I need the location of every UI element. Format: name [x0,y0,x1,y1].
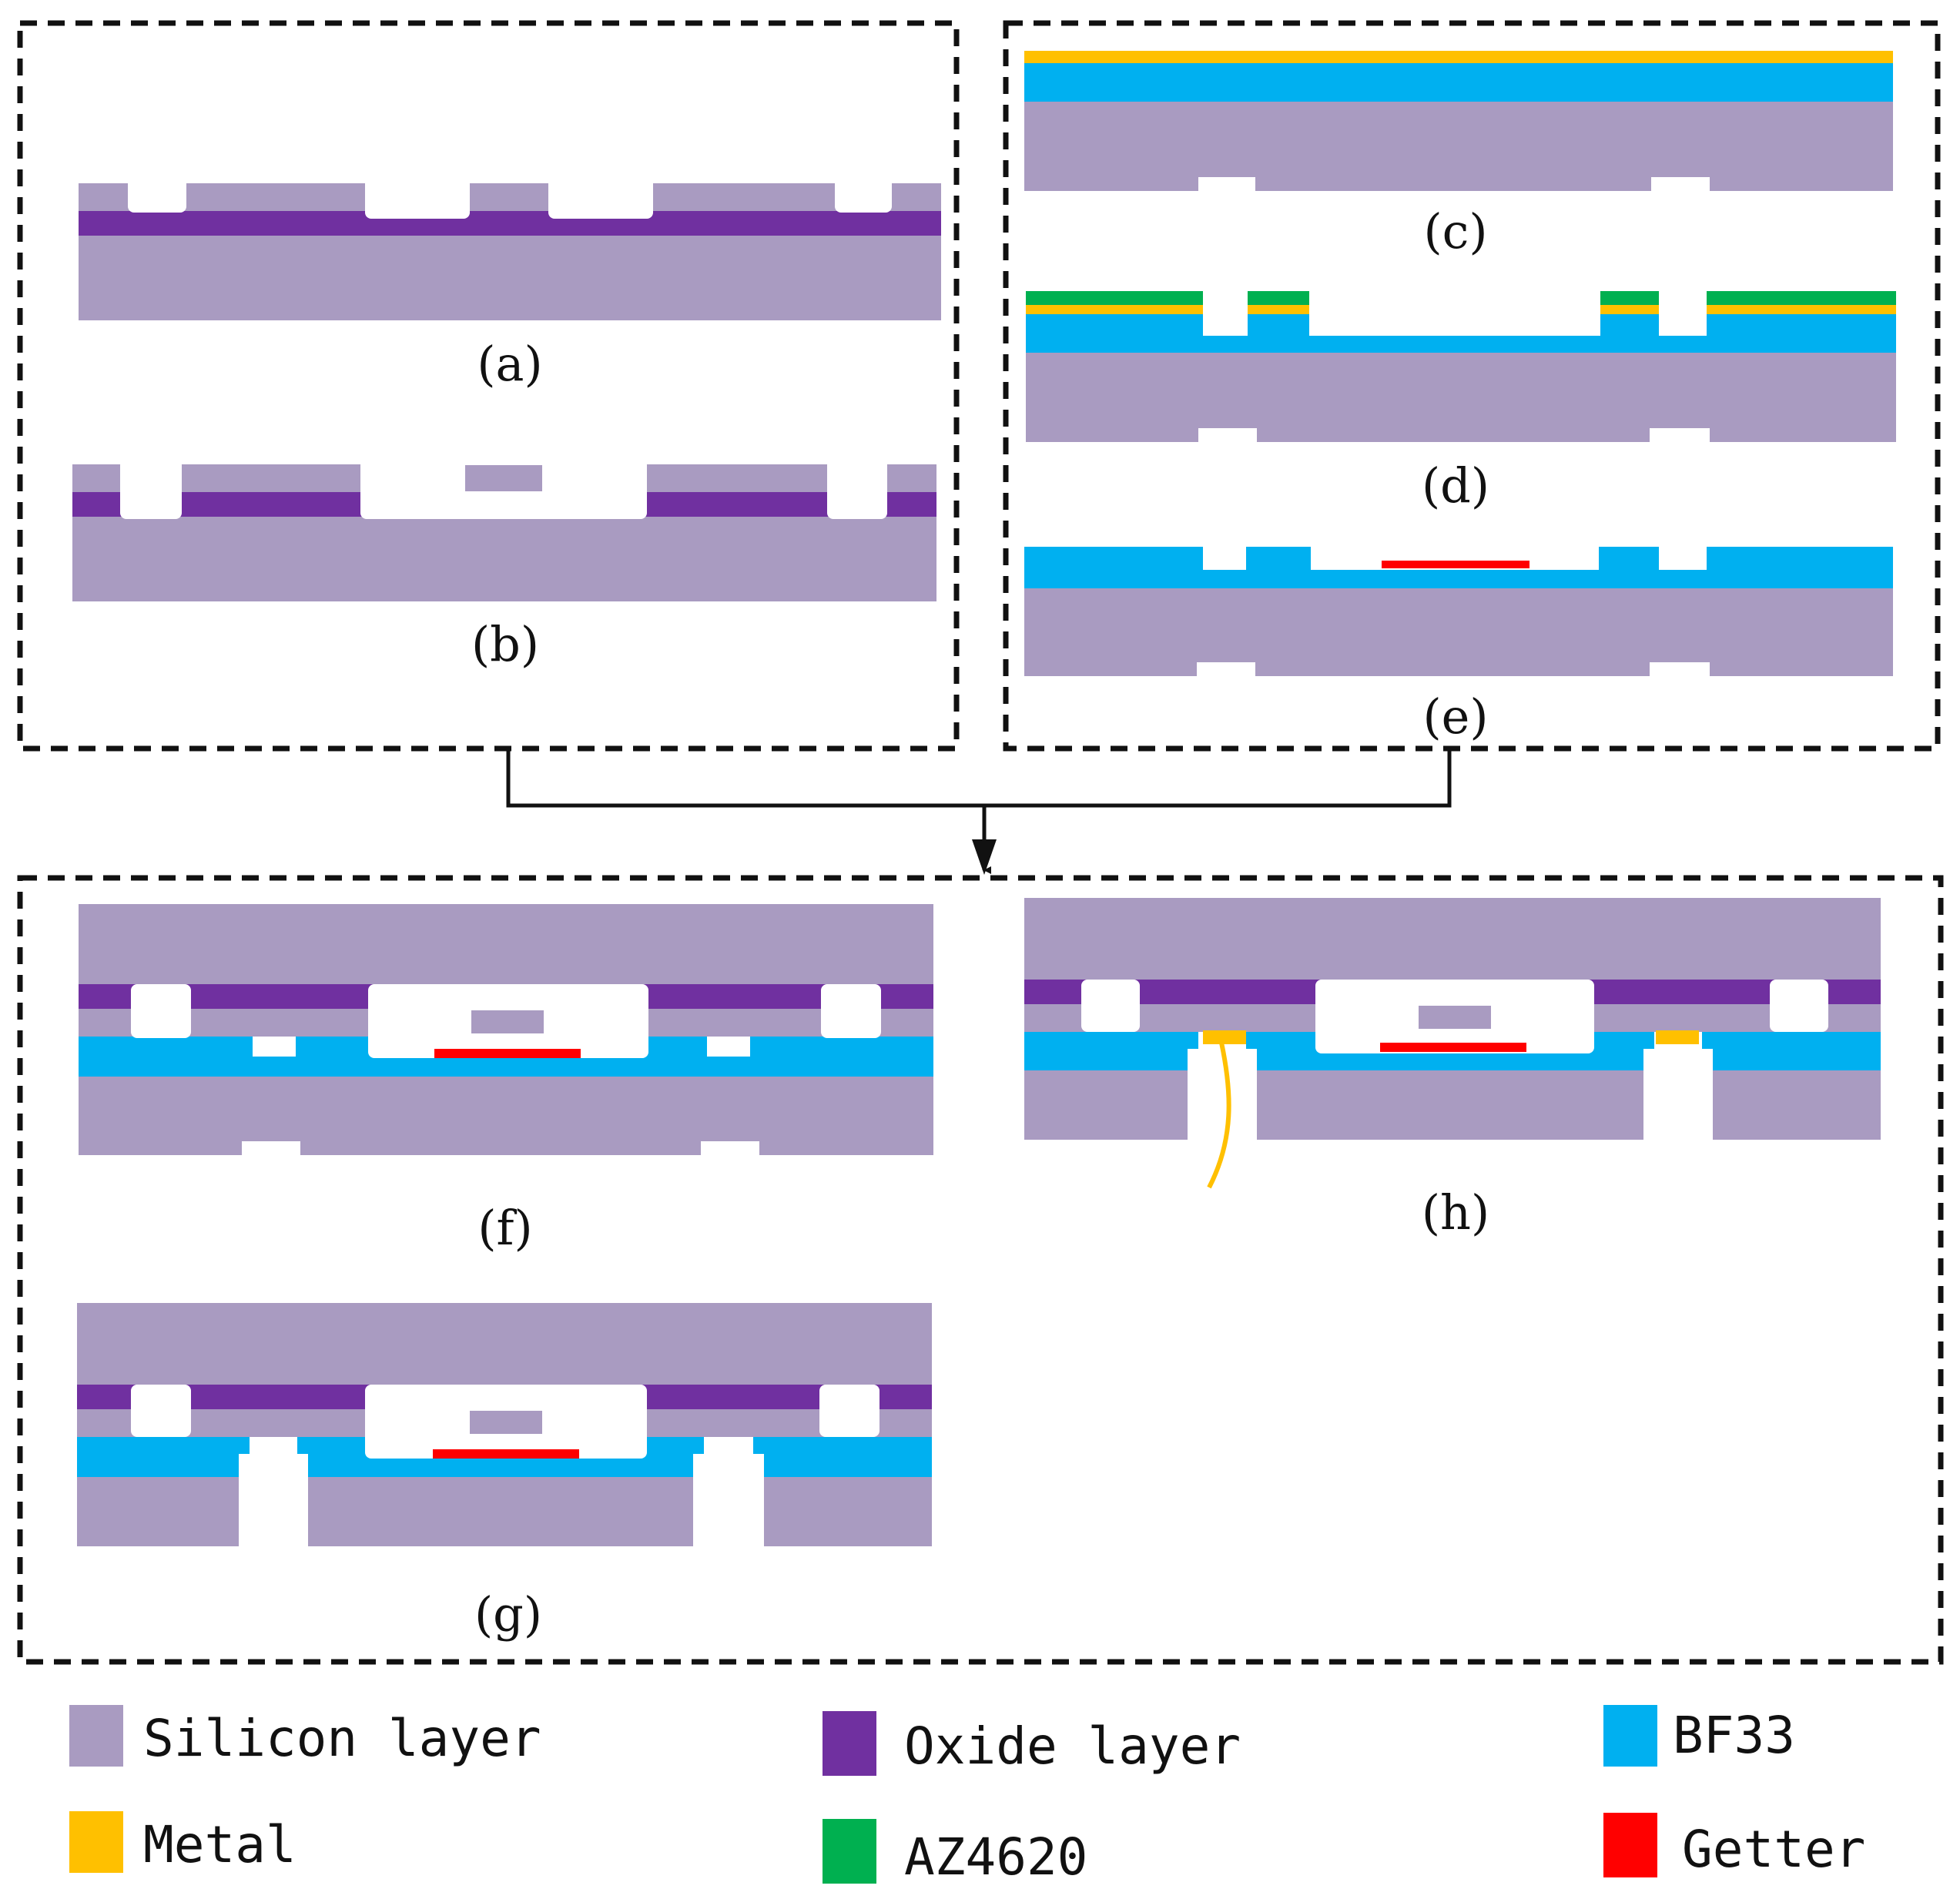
label-step-b: (b) [471,616,539,672]
legend-swatch-getter [1603,1813,1657,1877]
legend-label-bf33: BF33 [1673,1706,1795,1765]
step-g-cross-section [77,1303,932,1548]
step-d-cross-section [1026,288,1896,445]
step-e-cross-section [1024,542,1893,679]
label-step-h: (h) [1422,1184,1489,1241]
legend-swatch-silicon [69,1705,123,1767]
legend-label-az4620: AZ4620 [904,1827,1087,1887]
label-step-d: (d) [1422,457,1489,514]
step-h-cross-section [1024,898,1881,1189]
legend-label-metal: Metal [143,1815,297,1874]
legend-swatch-oxide [823,1711,876,1776]
label-step-c: (c) [1423,203,1487,260]
legend-swatch-metal [69,1811,123,1873]
step-b-cross-section [72,459,936,601]
legend-label-silicon: Silicon layer [143,1709,541,1768]
legend-label-getter: Getter [1682,1820,1865,1879]
label-step-a: (a) [477,336,542,392]
legend-swatch-az4620 [823,1819,876,1884]
legend-label-oxide: Oxide layer [904,1717,1241,1776]
step-a-cross-section [79,177,941,320]
step-f-cross-section [79,904,933,1158]
legend: Silicon layer Oxide layer BF33 Metal AZ4… [69,1705,1865,1887]
legend-swatch-bf33 [1603,1705,1657,1767]
label-step-f: (f) [477,1200,532,1256]
step-c-cross-section [1024,51,1893,194]
bonding-connector [506,749,1452,875]
frame-group-bottom [17,875,1944,1665]
label-step-e: (e) [1422,688,1488,745]
label-step-g: (g) [474,1586,542,1643]
frame-group-top-right [1003,20,1941,752]
